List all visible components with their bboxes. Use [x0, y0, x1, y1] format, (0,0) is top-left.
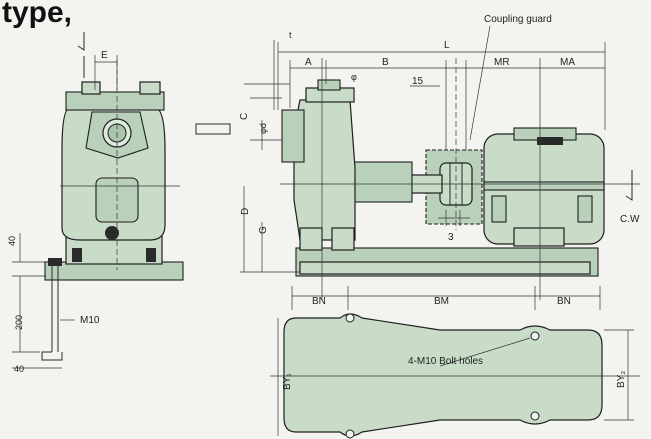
dim-M10-label: M10 — [80, 315, 100, 326]
front-view-pump-set — [195, 25, 640, 300]
dim-MA-label: MA — [560, 57, 575, 68]
dim-C-label: C — [239, 113, 250, 120]
heading-type: type, — [2, 0, 72, 29]
dim-BM-label: BM — [434, 296, 449, 307]
side-view-pump — [44, 32, 184, 281]
dim-15-label: 15 — [412, 76, 424, 87]
dim-BY1-label: BY₁ — [282, 373, 293, 390]
dim-3-label: 3 — [448, 232, 454, 243]
base-plan-view — [270, 286, 640, 439]
dim-t-top-label: t — [289, 30, 292, 40]
dim-A-label: A — [305, 57, 312, 68]
dim-40-top-label: 40 — [7, 236, 17, 246]
dim-phid-label: φd — [258, 123, 268, 134]
dim-D-label: D — [240, 208, 251, 215]
dim-G-label: G — [258, 226, 269, 234]
dim-E-label: E — [101, 50, 108, 61]
rotation-cw-label: C.W — [620, 214, 640, 225]
dim-B-label: B — [382, 57, 389, 68]
dim-phi-label: φ — [351, 72, 357, 82]
coupling-guard-label: Coupling guard — [484, 14, 552, 25]
dim-BN-left-label: BN — [312, 296, 326, 307]
dim-200-label: 200 — [14, 315, 24, 330]
dim-40-bottom-label: 40 — [14, 364, 24, 374]
dim-L-label: L — [444, 40, 450, 51]
bolt-holes-label: 4-M10 Bolt holes — [408, 356, 483, 367]
anchor-bolt-detail — [12, 233, 75, 369]
dim-MR-label: MR — [494, 57, 510, 68]
dim-BY2-label: BY₂ — [616, 371, 627, 388]
dim-BN-right-label: BN — [557, 296, 571, 307]
